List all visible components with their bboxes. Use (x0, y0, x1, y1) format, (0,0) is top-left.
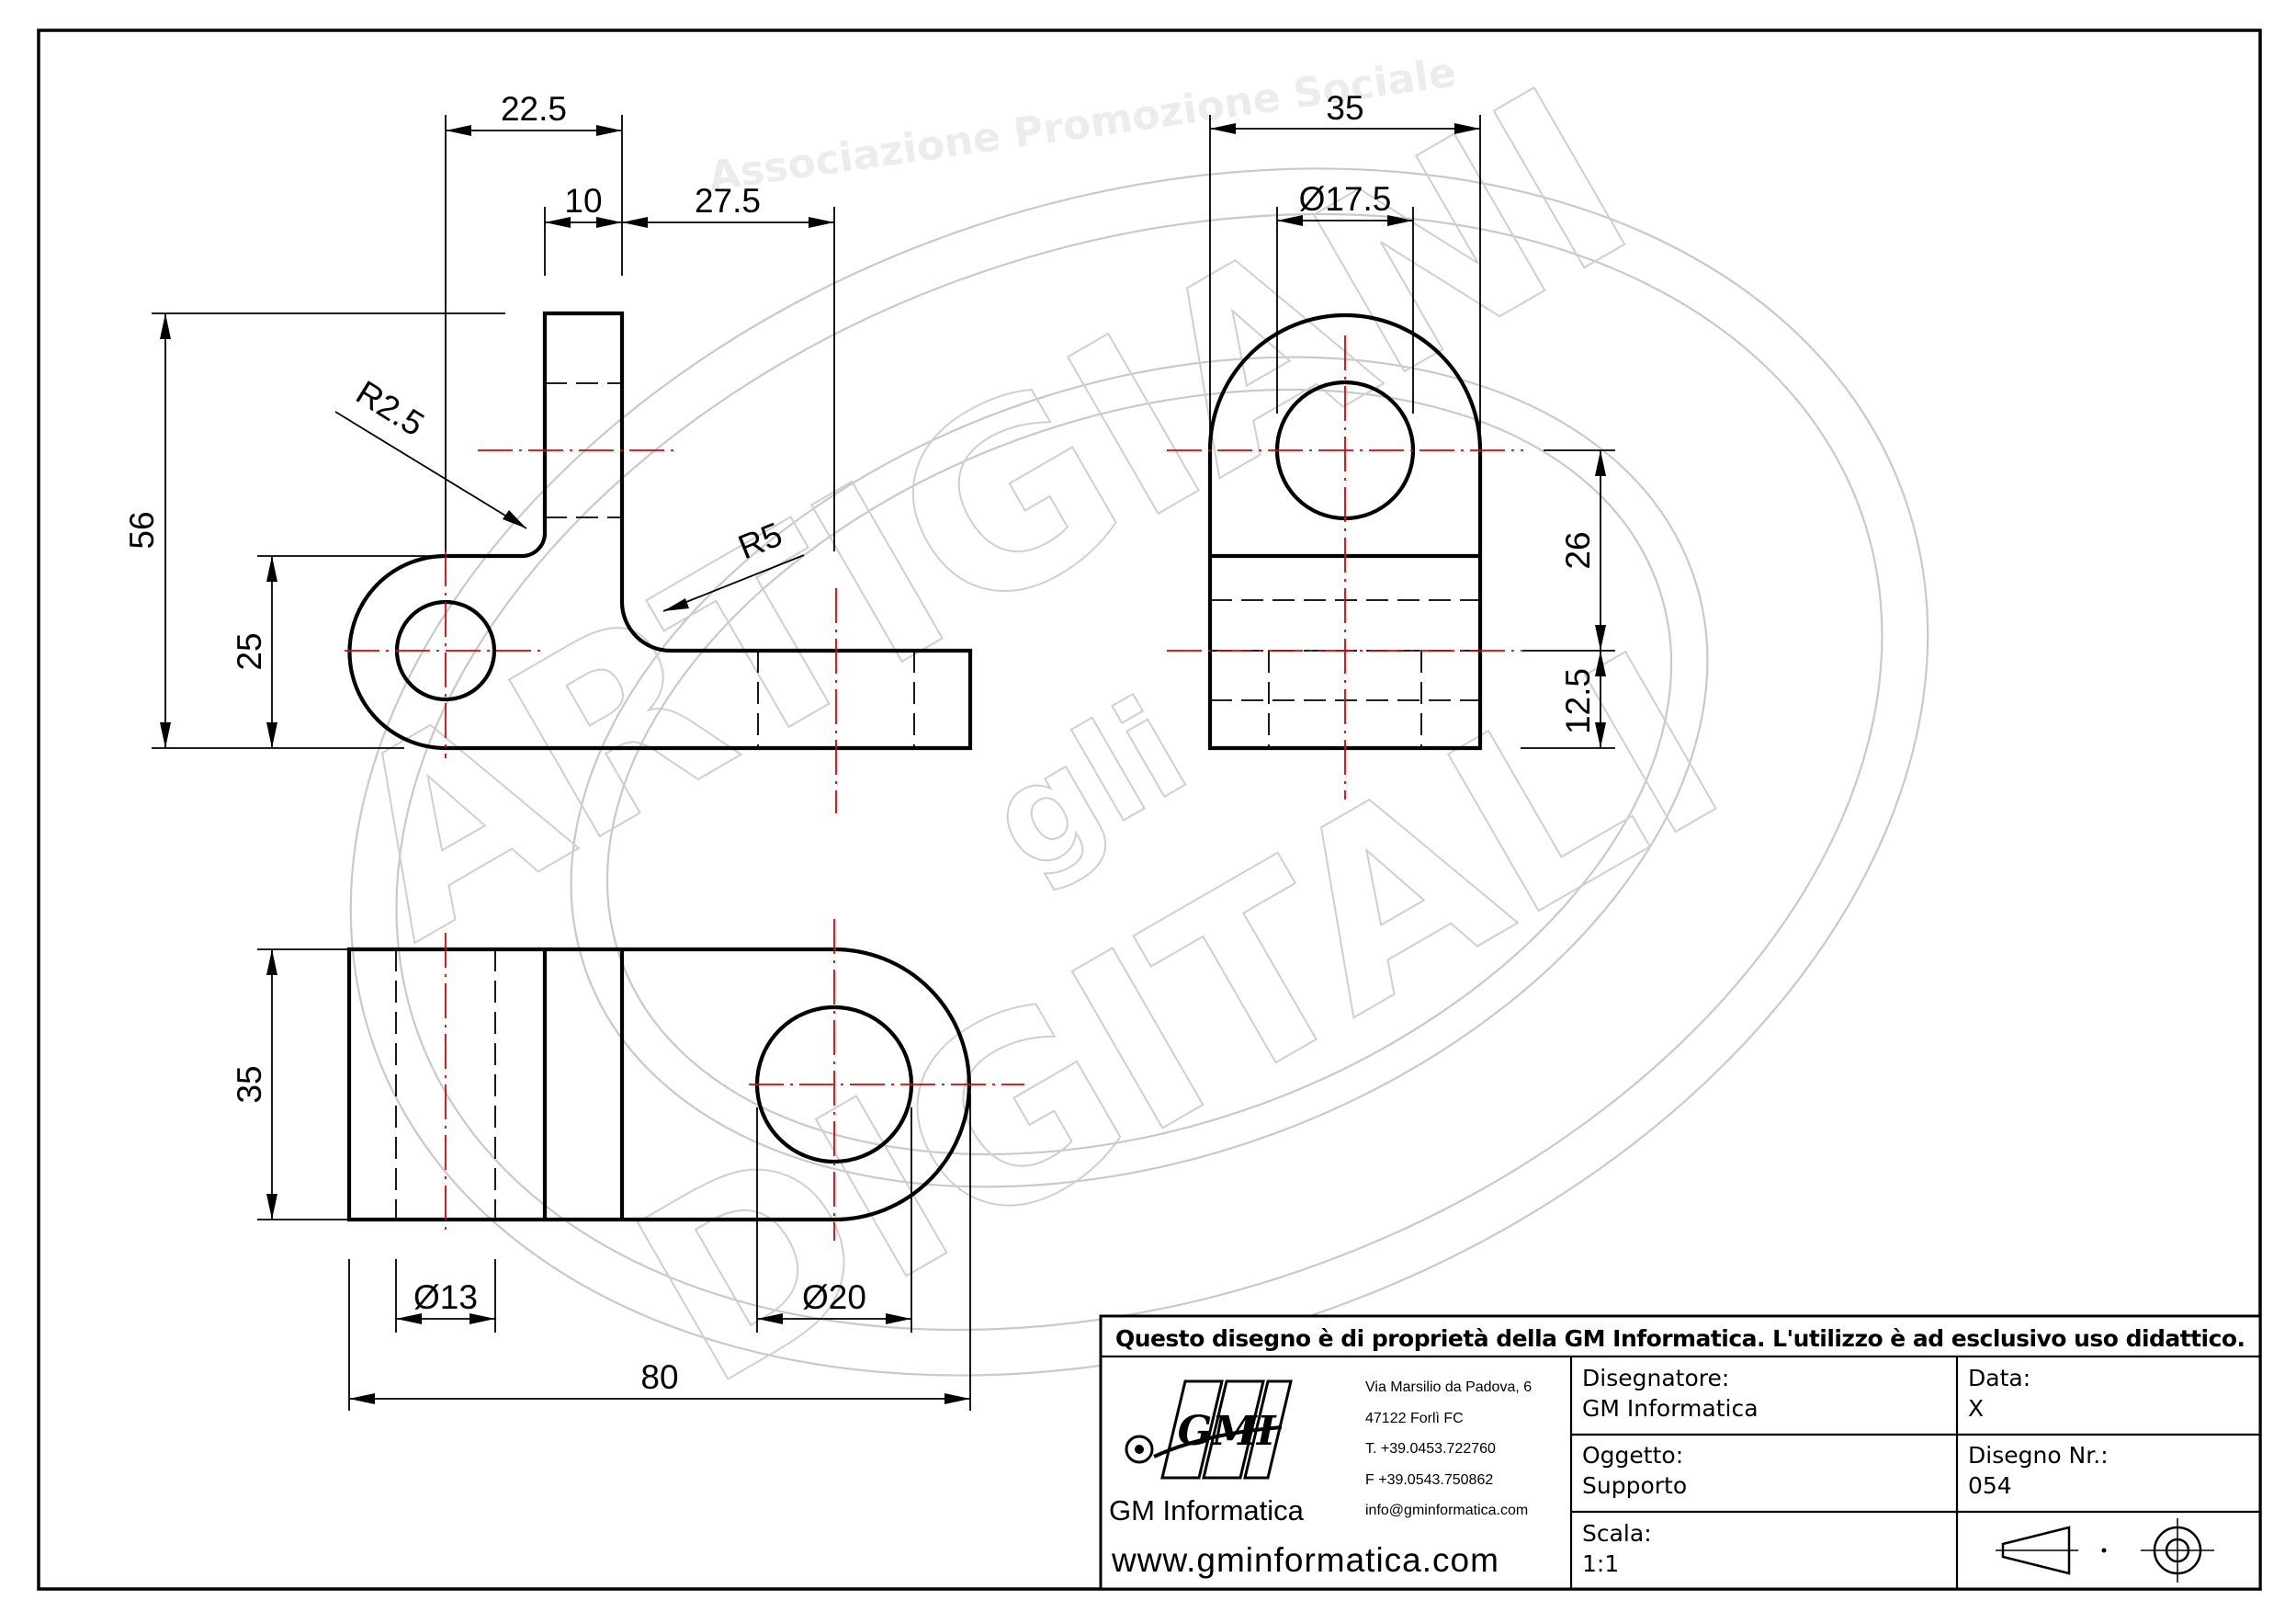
side-view: 35 Ø17.5 26 12.5 (1167, 89, 1615, 800)
date-value: X (1968, 1395, 1984, 1422)
address-phone: T. +39.0453.722760 (1365, 1441, 1496, 1457)
logo-lettering: GMI (1178, 1408, 1277, 1455)
gmi-logo: GMI (1125, 1379, 1293, 1480)
drawing-number-value: 054 (1968, 1472, 2012, 1499)
object-label: Oggetto: (1582, 1442, 1683, 1469)
front-view-outline (347, 311, 973, 751)
drawing-number-label: Disegno Nr.: (1968, 1442, 2109, 1469)
dim-80: 80 (640, 1358, 678, 1396)
dim-12-5: 12.5 (1559, 668, 1597, 734)
address-city: 47122 Forlì FC (1365, 1411, 1464, 1426)
dim-25: 25 (231, 632, 268, 670)
scale-label: Scala: (1582, 1520, 1652, 1547)
dim-dia-20: Ø20 (802, 1278, 866, 1316)
dim-22-5: 22.5 (501, 90, 567, 128)
dim-27-5: 27.5 (695, 182, 761, 220)
company-website: www.gminformatica.com (1111, 1541, 1499, 1579)
scale-value: 1:1 (1582, 1550, 1619, 1577)
address-fax: F +39.0543.750862 (1365, 1472, 1493, 1488)
object-value: Supporto (1582, 1472, 1687, 1499)
title-block: Questo disegno è di proprietà della GM I… (1099, 1314, 2262, 1591)
address-street: Via Marsilio da Padova, 6 (1365, 1379, 1532, 1395)
dim-35-top: 35 (231, 1065, 268, 1103)
address-email: info@gminformatica.com (1365, 1503, 1528, 1518)
dim-dia-17-5: Ø17.5 (1299, 180, 1392, 218)
company-name: GM Informatica (1109, 1494, 1305, 1527)
dim-56: 56 (123, 511, 161, 549)
drafter-value: GM Informatica (1582, 1395, 1759, 1422)
first-angle-projection-icon (1996, 1518, 2214, 1583)
top-view-outline (346, 947, 972, 1222)
ownership-notice: Questo disegno è di proprietà della GM I… (1115, 1325, 2245, 1352)
dim-35-side: 35 (1326, 89, 1363, 127)
side-view-outline (1207, 312, 1483, 751)
date-label: Data: (1968, 1365, 2030, 1391)
dim-r2-5: R2.5 (350, 373, 431, 443)
dim-26: 26 (1559, 531, 1597, 569)
drafter-label: Disegnatore: (1582, 1365, 1729, 1391)
dim-dia-13: Ø13 (413, 1278, 478, 1316)
dim-10: 10 (564, 182, 602, 220)
top-view: 35 Ø13 Ø20 80 (231, 919, 1024, 1411)
